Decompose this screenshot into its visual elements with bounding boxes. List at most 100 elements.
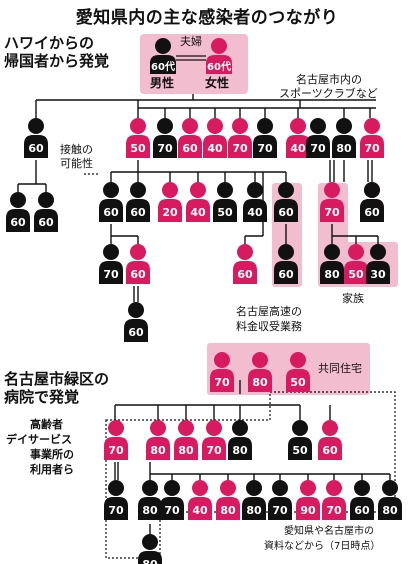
person-head [364,118,380,134]
dayservice-line1: 高齢者 [30,417,63,431]
person-body [306,135,330,158]
person-body [228,437,252,460]
person-figure: 50 [286,352,310,392]
person-body [188,497,212,520]
person-body [104,497,128,520]
person-figure: 70 [320,182,344,222]
person-head [150,420,166,436]
age-label: 70 [108,444,124,457]
age-label: 40 [190,206,206,219]
age-label: 30 [370,268,386,281]
person-head [108,480,124,496]
age-label: 80 [142,558,158,564]
person-head [252,352,268,368]
age-label: 70 [103,268,119,281]
shared-housing-box [207,343,370,395]
age-label: 70 [326,504,342,517]
person-body [146,437,170,460]
person-figure: 60 [318,420,342,460]
person-figure: 70 [360,118,384,158]
person-figure: 70 [306,118,330,158]
person-figure: 60 [126,244,150,284]
person-head [237,244,253,260]
person-body [322,497,346,520]
hawaii-female-figure: 60代 [206,38,232,74]
dayservice-line4: 利用者ら [30,462,74,476]
age-label: 60 [278,206,294,219]
age-label: 60 [10,216,26,229]
age-label: 60代 [151,60,175,73]
person-figure: 70 [153,118,177,158]
person-figure: 60 [6,192,30,232]
person-body [242,497,266,520]
person-body [138,497,162,520]
person-body [186,199,210,222]
person-body [174,437,198,460]
age-label: 60 [354,504,370,517]
age-label: 50 [348,268,364,281]
person-body [158,199,182,222]
person-body [360,199,384,222]
age-label: 80 [382,504,398,517]
age-label: 60代 [207,60,231,73]
family-label: 家族 [342,291,364,305]
age-label: 80 [220,504,236,517]
person-figure: 70 [228,118,252,158]
hawaii-heading-line2: 帰国者から発覚 [4,52,109,70]
person-head [207,118,223,134]
person-figure: 60 [274,244,298,284]
person-figure: 60 [99,182,123,222]
person-figure: 60 [360,182,384,222]
person-figure: 80 [332,118,356,158]
person-head [157,118,173,134]
person-head [142,534,158,550]
person-body [378,497,402,520]
person-figure: 80 [248,352,272,392]
hawaii-male-figure: 60代 [150,38,176,74]
person-body [243,199,267,222]
age-label: 50 [290,376,306,389]
person-head [364,182,380,198]
shared-housing-label: 共同住宅 [318,361,362,375]
midori-heading-line2: 病院で発覚 [4,388,79,406]
age-label: 80 [336,142,352,155]
person-figure: 70 [99,244,123,284]
person-figure: 70 [104,420,128,460]
person-head [336,118,352,134]
person-figure: 70 [210,352,234,392]
person-body [6,209,30,232]
person-figure: 60 [34,192,58,232]
midori-heading-line1: 名古屋市緑区の [4,370,109,388]
person-figure: 70 [268,480,292,520]
person-figure: 60 [126,182,150,222]
age-label: 60 [38,216,54,229]
person-head [354,480,370,496]
connector-lines [17,94,391,534]
page-title: 愛知県内の主な感染者のつながり [75,8,339,28]
person-figure: 80 [138,480,162,520]
couple-link [176,55,206,61]
person-head [326,480,342,496]
person-head [310,118,326,134]
dayservice-line2: デイサービス [6,432,72,446]
person-figure: 20 [158,182,182,222]
person-head [182,118,198,134]
person-figure: 70 [322,480,346,520]
person-head [290,352,306,368]
person-figure: 80 [138,534,162,564]
age-label: 60 [130,206,146,219]
person-body [228,135,252,158]
person-head [130,118,146,134]
person-figure: 60 [124,302,148,342]
person-body [233,261,257,284]
age-label: 60 [182,142,198,155]
person-head [290,118,306,134]
person-body [104,437,128,460]
person-body [124,319,148,342]
sports-club-line1: 名古屋市内の [296,72,362,86]
age-label: 40 [247,206,263,219]
person-head [324,182,340,198]
